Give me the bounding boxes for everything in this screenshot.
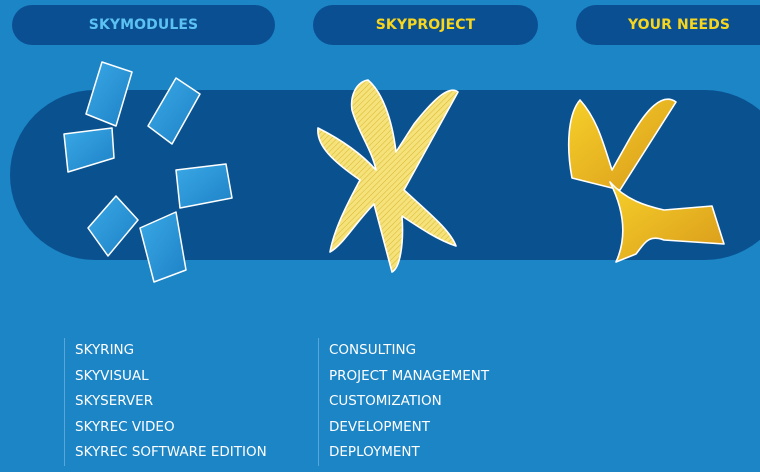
- list-item-consulting[interactable]: CONSULTING: [329, 342, 417, 358]
- list-item-deployment[interactable]: DEPLOYMENT: [329, 444, 420, 460]
- converging-arrows-icon: [567, 98, 725, 263]
- list-item-development[interactable]: DEVELOPMENT: [329, 418, 431, 435]
- list-item-skyrec-software-edition[interactable]: SKYREC SOFTWARE EDITION: [75, 444, 267, 460]
- list-item-skyserver[interactable]: SKYSERVER: [75, 393, 154, 409]
- yellow-star-icon: [317, 79, 459, 273]
- list-item-skyring[interactable]: SKYRING: [75, 342, 135, 358]
- diamond-tiles-icon: [63, 61, 233, 283]
- tab-skymodules[interactable]: SKYMODULES: [12, 5, 275, 45]
- list-item-skyvisual[interactable]: SKYVISUAL: [75, 367, 149, 384]
- list-item-customization[interactable]: CUSTOMIZATION: [329, 393, 442, 409]
- tab-your-needs[interactable]: YOUR NEEDS: [576, 5, 760, 45]
- list-item-project-management[interactable]: PROJECT MANAGEMENT: [329, 367, 490, 384]
- services-list: CONSULTING PROJECT MANAGEMENT CUSTOMIZAT…: [318, 338, 569, 466]
- modules-list: SKYRING SKYVISUAL SKYSERVER SKYREC VIDEO…: [64, 338, 315, 466]
- tab-skyproject[interactable]: SKYPROJECT: [313, 5, 538, 45]
- list-item-skyrec-video[interactable]: SKYREC VIDEO: [75, 418, 175, 435]
